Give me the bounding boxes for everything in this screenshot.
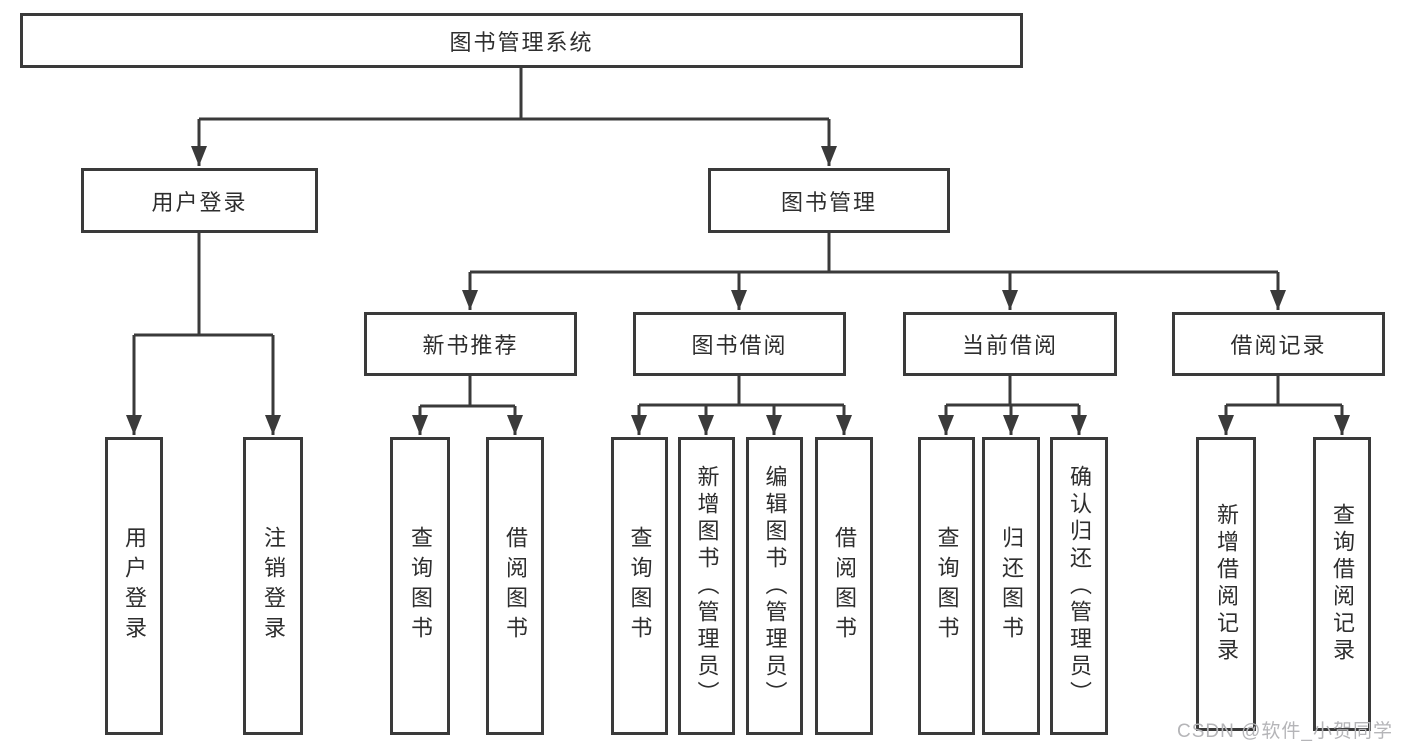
- leaf-borrow-query-books: 查询图书: [611, 437, 668, 735]
- node-current-borrow-label: 当前借阅: [961, 333, 1058, 358]
- leaf-confirm-return-admin-label: 确认归还（管理员）: [1067, 464, 1092, 708]
- leaf-newbook-borrow-books-label: 借阅图书: [503, 526, 528, 646]
- node-user-login-label: 用户登录: [151, 189, 248, 215]
- node-new-book-recommend-label: 新书推荐: [422, 333, 519, 358]
- leaf-current-query-books: 查询图书: [918, 437, 975, 735]
- node-book-borrow-label: 图书借阅: [691, 333, 788, 358]
- node-borrow-records-label: 借阅记录: [1230, 333, 1327, 358]
- leaf-logout: 注销登录: [243, 437, 303, 735]
- leaf-confirm-return-admin: 确认归还（管理员）: [1050, 437, 1108, 735]
- leaf-newbook-query-books: 查询图书: [390, 437, 450, 735]
- leaf-logout-label: 注销登录: [261, 526, 286, 646]
- leaf-edit-book-admin-label: 编辑图书（管理员）: [762, 464, 788, 708]
- node-borrow-records: 借阅记录: [1172, 312, 1385, 376]
- leaf-current-query-books-label: 查询图书: [934, 526, 960, 646]
- node-new-book-recommend: 新书推荐: [364, 312, 577, 376]
- leaf-return-books: 归还图书: [982, 437, 1040, 735]
- leaf-add-borrow-record: 新增借阅记录: [1196, 437, 1256, 731]
- node-root-label: 图书管理系统: [449, 29, 594, 55]
- node-book-management: 图书管理: [708, 168, 950, 233]
- leaf-user-login-label: 用户登录: [122, 526, 147, 646]
- node-user-login: 用户登录: [81, 168, 318, 233]
- node-root: 图书管理系统: [20, 13, 1023, 68]
- leaf-borrow-query-books-label: 查询图书: [627, 526, 653, 646]
- leaf-edit-book-admin: 编辑图书（管理员）: [746, 437, 803, 735]
- leaf-borrow-books: 借阅图书: [815, 437, 873, 735]
- leaf-query-borrow-record-label: 查询借阅记录: [1330, 503, 1355, 665]
- leaf-return-books-label: 归还图书: [999, 526, 1024, 646]
- leaf-add-book-admin-label: 新增图书（管理员）: [694, 464, 720, 708]
- node-book-borrow: 图书借阅: [633, 312, 846, 376]
- leaf-query-borrow-record: 查询借阅记录: [1313, 437, 1371, 731]
- watermark: CSDN @软件_小贺同学: [1177, 721, 1393, 742]
- node-book-management-label: 图书管理: [780, 189, 877, 215]
- leaf-newbook-query-books-label: 查询图书: [408, 526, 433, 646]
- leaf-add-book-admin: 新增图书（管理员）: [678, 437, 735, 735]
- leaf-user-login: 用户登录: [105, 437, 163, 735]
- node-current-borrow: 当前借阅: [903, 312, 1117, 376]
- leaf-newbook-borrow-books: 借阅图书: [486, 437, 544, 735]
- leaf-add-borrow-record-label: 新增借阅记录: [1214, 503, 1239, 665]
- leaf-borrow-books-label: 借阅图书: [832, 526, 857, 646]
